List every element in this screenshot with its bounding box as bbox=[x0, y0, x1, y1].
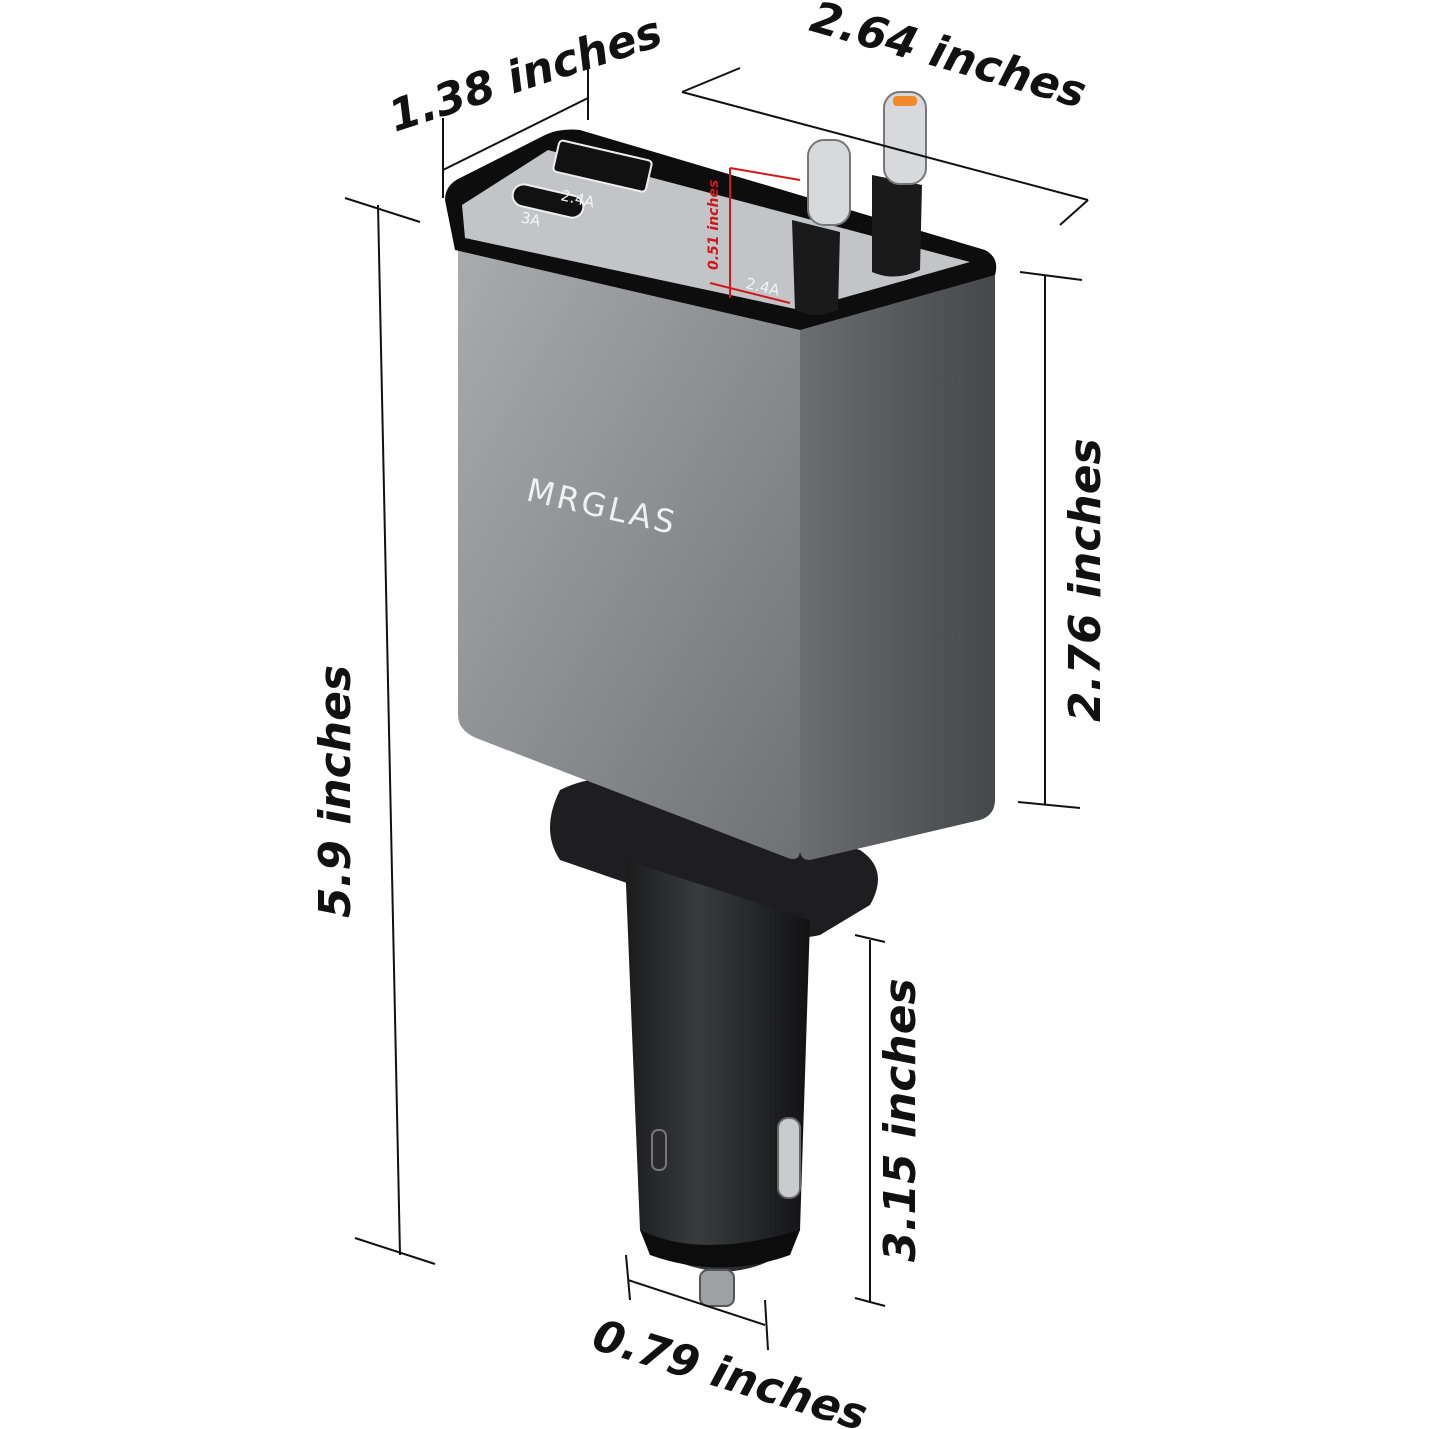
plug-length-label: 3.15 inches bbox=[875, 978, 926, 1262]
usb-c-port bbox=[511, 183, 585, 219]
plug-diameter-label: 0.79 inches bbox=[587, 1310, 873, 1429]
cable-height-label: 0.51 inches bbox=[706, 180, 722, 270]
charger-body: 2.4A 3A 2.4A MRGLAS bbox=[445, 129, 997, 860]
cable-height-dimension: 0.51 inches bbox=[706, 167, 801, 304]
usb-c-label: 3A bbox=[519, 208, 543, 230]
usb-a-port bbox=[552, 139, 653, 193]
body-height-label: 2.76 inches bbox=[1060, 438, 1111, 722]
dimension-lines bbox=[344, 65, 1089, 1351]
total-height-label: 5.9 inches bbox=[310, 665, 361, 918]
width-label: 2.64 inches bbox=[805, 0, 1092, 119]
retractable-usb-c-cables bbox=[792, 91, 927, 315]
car-plug bbox=[550, 778, 878, 1307]
depth-label: 1.38 inches bbox=[383, 6, 669, 142]
